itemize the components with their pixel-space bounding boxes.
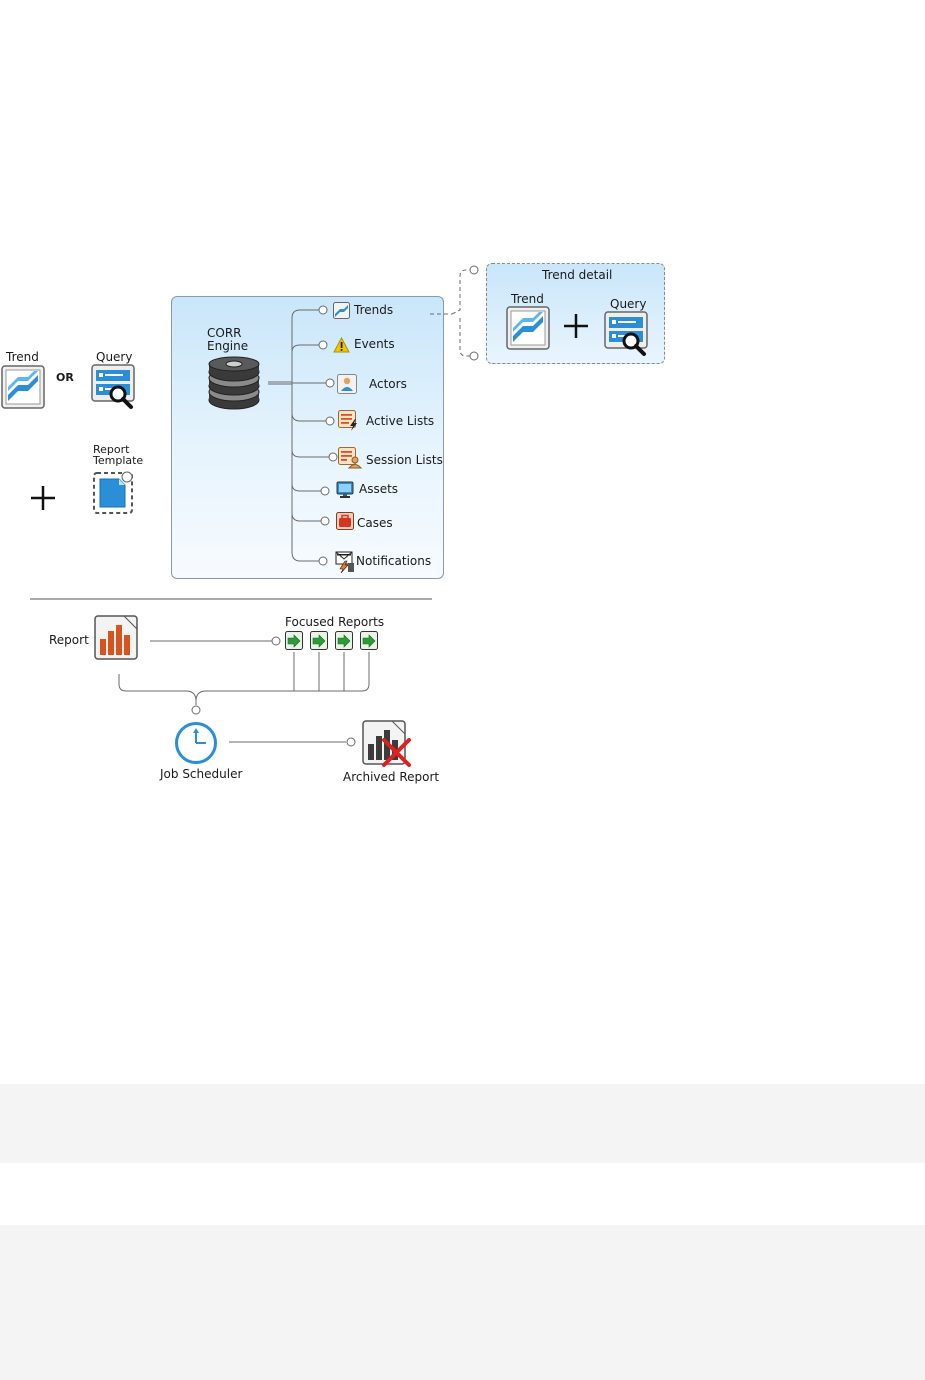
cases-icon <box>336 512 354 530</box>
trend-detail-title: Trend detail <box>542 268 613 282</box>
notifications-icon <box>335 551 354 573</box>
trend-icon[interactable] <box>1 365 45 409</box>
session-lists-icon <box>338 447 362 469</box>
actors-icon <box>337 374 357 394</box>
focused-report-icon-2[interactable] <box>310 631 328 651</box>
focused-report-icon-1[interactable] <box>285 631 303 651</box>
focused-reports-label: Focused Reports <box>285 615 385 629</box>
plus-icon <box>29 484 57 512</box>
resource-label-actors: Actors <box>369 377 407 391</box>
query-label: Query <box>96 350 133 364</box>
corr-engine-panel <box>171 296 444 579</box>
or-label: OR <box>56 371 74 384</box>
trend-label: Trend <box>6 350 39 364</box>
archived-report-icon[interactable] <box>362 720 414 768</box>
detail-trend-label: Trend <box>511 292 544 306</box>
assets-icon <box>336 481 354 498</box>
resource-label-assets: Assets <box>359 482 399 496</box>
detail-plus-icon <box>562 312 590 340</box>
report-template-icon[interactable] <box>92 469 136 515</box>
resource-label-events: Events <box>354 337 395 351</box>
active-lists-icon <box>338 410 357 431</box>
gray-band-top <box>0 1084 925 1163</box>
detail-query-icon[interactable] <box>604 311 650 357</box>
focused-report-icon-4[interactable] <box>360 631 378 651</box>
report-label: Report <box>49 633 89 647</box>
resource-label-session-lists: Session Lists <box>366 453 443 467</box>
archived-report-label: Archived Report <box>343 770 440 784</box>
corr-engine-label: CORR Engine <box>207 326 249 353</box>
query-icon[interactable] <box>91 364 137 410</box>
events-icon <box>333 337 350 353</box>
resource-label-trends: Trends <box>354 303 394 317</box>
resource-label-cases: Cases <box>357 516 393 530</box>
trends-icon <box>333 302 350 319</box>
report-template-label: Report Template <box>93 443 144 467</box>
detail-trend-icon[interactable] <box>506 306 550 350</box>
resource-label-active-lists: Active Lists <box>366 414 435 428</box>
report-icon[interactable] <box>94 615 140 661</box>
job-scheduler-label: Job Scheduler <box>160 767 243 781</box>
gray-band-bottom <box>0 1225 925 1380</box>
clock-icon[interactable] <box>174 721 218 765</box>
resource-label-notifications: Notifications <box>356 554 432 568</box>
database-icon <box>208 356 260 410</box>
focused-report-icon-3[interactable] <box>335 631 353 651</box>
detail-query-label: Query <box>610 297 647 311</box>
